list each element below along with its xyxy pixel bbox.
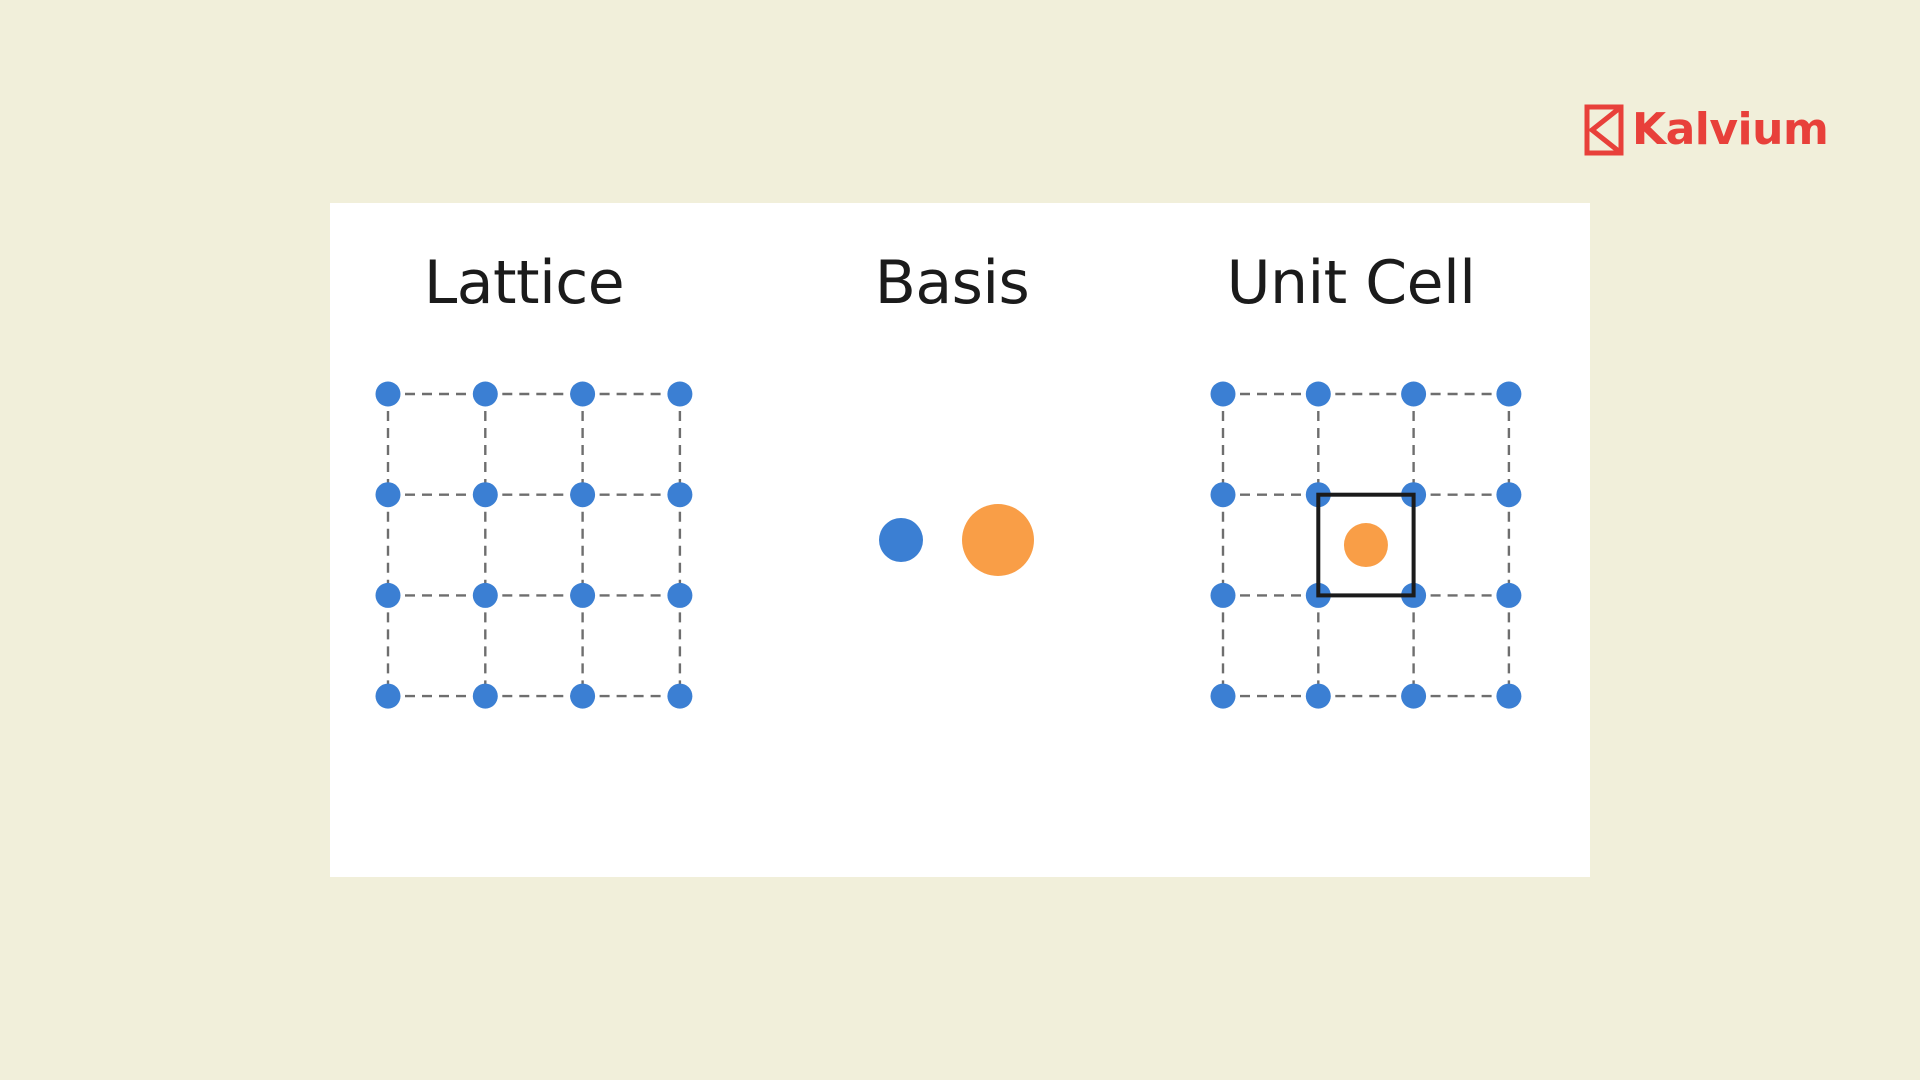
lattice-point [667, 482, 693, 508]
lattice-point [570, 482, 596, 508]
crystal-structure-panel: Lattice Basis Unit Cell [330, 203, 1590, 877]
basis-atom-small [879, 518, 923, 562]
basis-diagram [879, 504, 1034, 576]
unit-cell-point [1210, 381, 1236, 407]
unit-cell-point [1305, 381, 1331, 407]
lattice-point [667, 381, 693, 407]
lattice-point [375, 381, 401, 407]
lattice-point [472, 683, 498, 709]
lattice-point [570, 582, 596, 608]
lattice-point [472, 381, 498, 407]
unit-cell-point [1401, 683, 1427, 709]
lattice-point [375, 582, 401, 608]
kalvium-logo-icon [1584, 104, 1624, 156]
unit-cell-point [1496, 482, 1522, 508]
unit-cell-outline [1316, 492, 1416, 598]
lattice-grid-lines [386, 392, 682, 698]
lattice-point [375, 683, 401, 709]
basis-heading: Basis [874, 248, 1030, 318]
lattice-points [375, 381, 693, 709]
unit-cell-diagram [1210, 381, 1522, 709]
lattice-point [667, 582, 693, 608]
lattice-heading: Lattice [423, 248, 625, 318]
unit-cell-basis-atom [1343, 523, 1388, 568]
crystal-diagram [375, 381, 1522, 709]
lattice-point [667, 683, 693, 709]
lattice-point [472, 582, 498, 608]
unit-cell-point [1496, 381, 1522, 407]
lattice-point [472, 482, 498, 508]
lattice-point [375, 482, 401, 508]
unit-cell-point [1210, 482, 1236, 508]
unit-cell-point [1401, 381, 1427, 407]
unit-cell-heading: Unit Cell [1226, 248, 1476, 318]
lattice-diagram [375, 381, 693, 709]
unit-cell-point [1305, 683, 1331, 709]
unit-cell-point [1496, 683, 1522, 709]
lattice-point [570, 683, 596, 709]
unit-cell-point [1496, 582, 1522, 608]
brand-name: Kalvium [1632, 104, 1829, 155]
unit-cell-point [1210, 582, 1236, 608]
brand-logo: Kalvium [1584, 104, 1829, 156]
basis-atom-large [962, 504, 1034, 576]
lattice-point [570, 381, 596, 407]
unit-cell-point [1210, 683, 1236, 709]
unit-cell-points [1210, 381, 1522, 709]
